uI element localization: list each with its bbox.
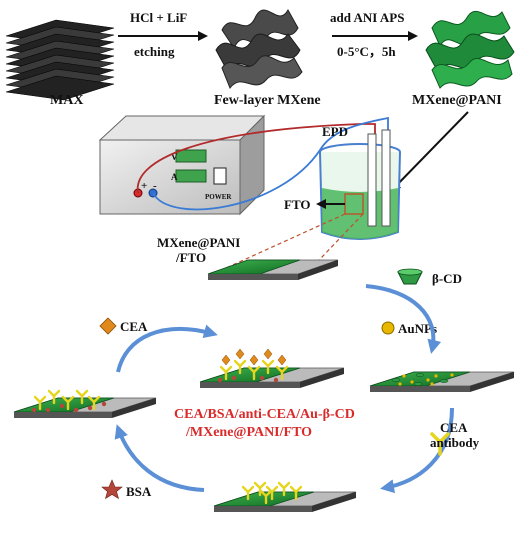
bsa-icon xyxy=(101,479,123,500)
meter-v-label: V xyxy=(171,152,178,162)
cea-mark xyxy=(263,348,273,360)
beaker xyxy=(319,129,401,240)
etching-label: etching xyxy=(134,44,175,59)
bsa-mark xyxy=(217,377,223,383)
etching-reagent-label: HCl + LiF xyxy=(130,10,187,25)
power-switch xyxy=(213,167,227,185)
minus-sign: - xyxy=(153,180,157,192)
cycle-arrow-1 xyxy=(365,284,442,354)
antibody-mark xyxy=(261,359,275,375)
antibody-mark xyxy=(219,365,233,381)
electrode-au-beta-cd xyxy=(369,371,515,392)
epd-label: EPD xyxy=(322,124,348,139)
antibody-mark xyxy=(61,395,75,411)
bsa-mark xyxy=(273,377,279,383)
aunp-mark xyxy=(398,382,402,386)
cycle-arrow-2 xyxy=(380,407,454,494)
voltmeter-display xyxy=(175,149,207,163)
cea-antibody-label-line1: CEA xyxy=(440,420,468,435)
bsa-mark xyxy=(101,401,107,407)
bsa-label: BSA xyxy=(126,484,152,499)
beta-cd-mark xyxy=(415,373,425,377)
antibody-mark xyxy=(233,359,247,375)
final-electrode-label-line2: /MXene@PANI/FTO xyxy=(185,425,312,440)
few-layer-mxene-label: Few-layer MXene xyxy=(214,93,321,108)
few-layer-mxene-illustration xyxy=(215,8,303,90)
blue-wire xyxy=(152,116,389,211)
beta-cd-mark xyxy=(413,382,423,386)
antibody-mark xyxy=(33,395,47,411)
bsa-mark xyxy=(31,407,37,413)
meter-a-label: A xyxy=(171,172,178,182)
antibody-mark xyxy=(241,485,255,501)
aunp-mark xyxy=(426,378,430,382)
bsa-mark xyxy=(59,403,65,409)
aunp-mark xyxy=(450,373,454,377)
aunp-mark xyxy=(410,380,414,384)
ammeter-display xyxy=(175,169,207,183)
antibody-mark xyxy=(265,485,279,501)
aunp-icon xyxy=(381,321,395,335)
cycle-arrow-3 xyxy=(114,424,205,492)
electrode-anti-cea xyxy=(213,481,357,512)
bsa-mark xyxy=(45,407,51,413)
antibody-mark xyxy=(87,395,101,411)
antibody-mark xyxy=(275,365,289,381)
electrode-mxene-pani-fto xyxy=(207,259,339,280)
power-supply xyxy=(98,114,266,216)
cea-icon xyxy=(99,317,117,335)
electrode-bsa-anti-cea xyxy=(13,389,157,418)
antibody-mark xyxy=(277,481,291,497)
plus-sign: + xyxy=(141,180,147,192)
antibody-mark xyxy=(47,389,61,405)
antibody-mark xyxy=(247,365,261,381)
max-layer xyxy=(5,75,115,101)
mxene-pani-illustration xyxy=(425,10,515,89)
electrode-label-line1: MXene@PANI xyxy=(157,235,240,250)
zoom-line-left xyxy=(225,213,346,269)
antibody-mark xyxy=(75,389,89,405)
bsa-mark xyxy=(231,375,237,381)
aunp-mark xyxy=(434,374,438,378)
aunp-mark xyxy=(430,382,434,386)
beta-cd-mark xyxy=(439,379,449,383)
max-label: MAX xyxy=(50,93,83,108)
bsa-mark xyxy=(73,407,79,413)
aunps-label: AuNPs xyxy=(398,321,437,336)
beta-cd-label: β-CD xyxy=(432,271,462,286)
transfer-arrow xyxy=(390,111,469,192)
aunp-mark xyxy=(402,374,406,378)
bsa-mark xyxy=(259,375,265,381)
cea-antibody-label-line2: antibody xyxy=(430,435,480,450)
bsa-mark xyxy=(87,405,93,411)
max-stack-illustration xyxy=(5,19,115,101)
cea-mark xyxy=(249,354,259,366)
red-wire xyxy=(136,123,376,194)
conditions-label: 0-5°C，5h xyxy=(337,44,396,59)
cea-mark xyxy=(277,354,287,366)
beta-cd-icon xyxy=(397,268,423,285)
counter-electrode xyxy=(367,133,377,227)
cea-mark xyxy=(235,348,245,360)
electrode-label-line2: /FTO xyxy=(175,250,206,265)
fto-label: FTO xyxy=(284,197,311,212)
cycle-arrow-4 xyxy=(116,324,218,373)
antibody-icon xyxy=(430,432,450,456)
mxene-pani-label: MXene@PANI xyxy=(412,93,502,108)
antibody-mark xyxy=(289,485,303,501)
working-electrode xyxy=(381,129,391,227)
beta-cd-mark xyxy=(391,378,401,382)
electrode-cea-bound xyxy=(199,348,345,388)
cea-mark xyxy=(221,354,231,366)
cea-label: CEA xyxy=(120,319,148,334)
power-label: POWER xyxy=(205,193,232,201)
antibody-mark xyxy=(259,489,273,505)
final-electrode-label-line1: CEA/BSA/anti-CEA/Au-β-CD xyxy=(174,407,355,422)
add-ani-label: add ANI APS xyxy=(330,10,404,25)
